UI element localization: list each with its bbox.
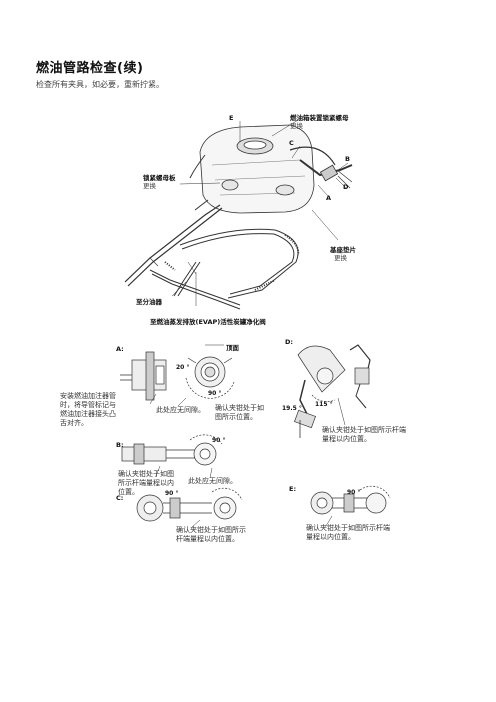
letter-d: D [343, 183, 349, 191]
detail-e-letter: E: [289, 485, 297, 493]
detail-b-note-clamp: 确认夹钳处于如图所示杆端量程以内位置。 [118, 470, 174, 496]
detail-a-angle-90: 90 ° [208, 390, 222, 397]
detail-b-note-gap: 此处应无间隙。 [188, 477, 237, 485]
detail-d-note: 确认夹钳处于如图所示杆端量程以内位置。 [322, 426, 406, 443]
page-title: 燃油管路检查(续) [36, 61, 144, 76]
detail-a-note-align: 安装燃油加注器管时，将导管标记与燃油加注器接头凸舌对齐。 [60, 392, 116, 427]
lock-plate-sub: 更换 [143, 182, 156, 190]
detail-a-note-gap: 此处应无间隙。 [156, 406, 205, 414]
detail-a-angle-20: 20 ° [176, 364, 190, 371]
lock-plate-label: 锁紧螺母板 [143, 174, 176, 182]
fuel-tank-nut-label: 燃油箱装置锁紧螺母 [290, 114, 349, 122]
letter-e: E [229, 114, 234, 122]
detail-c-note: 确认夹钳处于如图所示杆端量程以内位置。 [176, 526, 246, 543]
letter-b: B [345, 155, 350, 163]
base-gasket-label: 基座垫片 [330, 246, 356, 254]
detail-c-angle-90: 90 ° [165, 490, 179, 497]
detail-b-angle-90: 90 ° [212, 437, 226, 444]
to-distributor-label: 至分油器 [136, 298, 162, 306]
letter-a: A [326, 194, 332, 202]
detail-a-top-label: 顶面 [226, 344, 239, 352]
detail-c-letter: C: [116, 494, 124, 502]
letter-c: C [289, 139, 294, 147]
detail-a-letter: A: [116, 345, 124, 353]
fuel-tank-nut-sub: 更换 [290, 122, 303, 130]
detail-d-angle-195: 19.5 ° [282, 405, 302, 412]
to-evap-label: 至燃油蒸发排放(EVAP)活性炭罐净化阀 [150, 318, 266, 326]
detail-e-angle-90: 90 ° [347, 489, 361, 496]
detail-d-letter: D: [285, 338, 293, 346]
detail-d-angle-115: 115 ° [315, 401, 333, 408]
detail-e-note: 确认夹钳处于如图所示杆端量程以内位置。 [306, 524, 390, 541]
detail-b-letter: B: [116, 441, 124, 449]
detail-a-note-clamp: 确认夹钳处于如图所示位置。 [215, 404, 264, 421]
base-gasket-sub: 更换 [334, 254, 347, 262]
page-subtitle: 检查所有夹具，如必要，重新拧紧。 [36, 80, 164, 89]
